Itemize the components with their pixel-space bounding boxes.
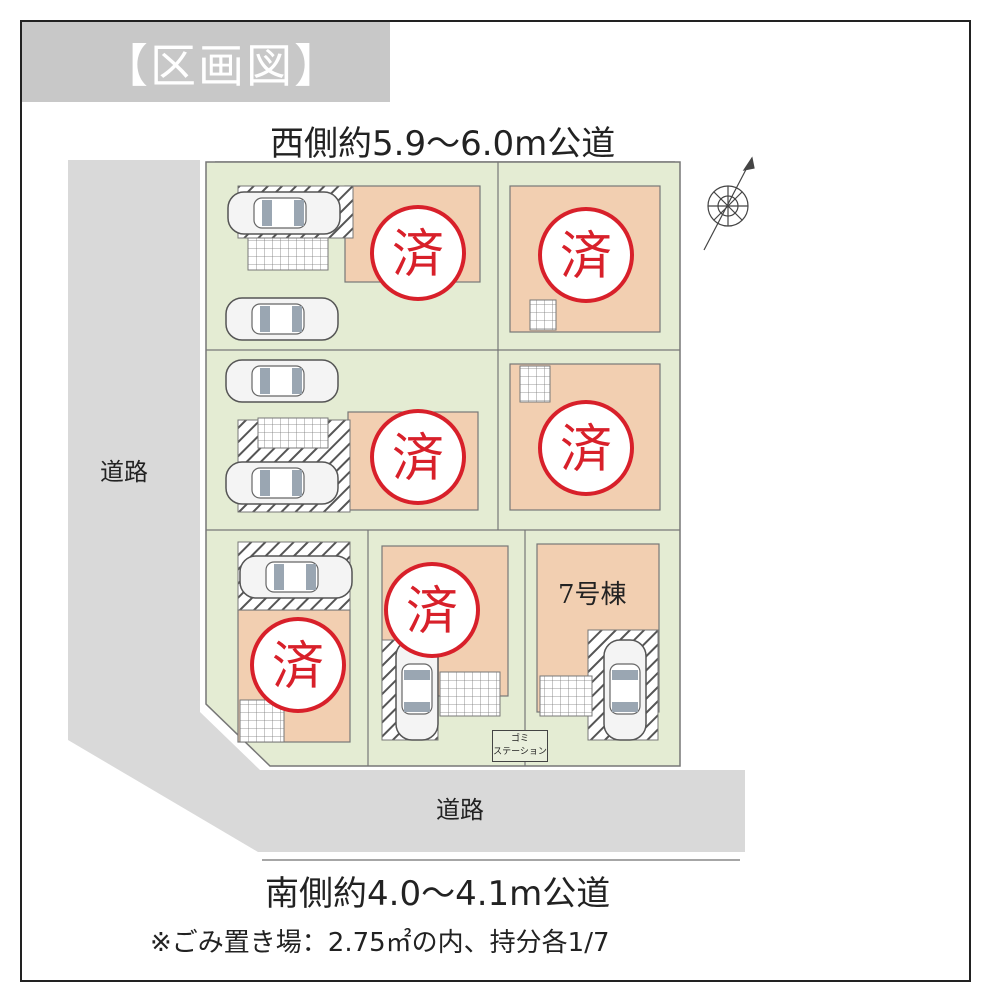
- sold-mark: 済: [560, 420, 612, 480]
- page-title: 【区画図】: [102, 39, 342, 93]
- bottom-road-label: 道路: [436, 796, 484, 824]
- entrance-tiles: [239, 237, 593, 743]
- drawing-frame: [20, 20, 971, 982]
- sold-mark: 済: [560, 227, 612, 287]
- sold-stamp-6: [250, 617, 346, 713]
- west-road-label: 西側約5.9～6.0m公道: [270, 124, 616, 164]
- sold-stamp-4: [538, 400, 634, 496]
- sold-mark: 済: [272, 637, 324, 697]
- header-tab: [22, 22, 390, 102]
- sold-mark: 済: [392, 429, 444, 489]
- sold-mark: 済: [406, 582, 458, 642]
- road-west-left: [68, 160, 745, 852]
- compass-icon: [703, 156, 755, 251]
- sold-stamp-text: 済 済 済 済 済 済: [272, 225, 612, 697]
- garbage-station: ゴミ ステーション: [492, 730, 548, 762]
- sold-stamp-5: [384, 562, 480, 658]
- sold-stamps: [250, 205, 634, 713]
- sold-mark: 済: [392, 225, 444, 285]
- sold-stamp-3: [370, 409, 466, 505]
- left-road-label: 道路: [100, 458, 148, 486]
- lot-lines: [206, 162, 680, 766]
- lot-7-label: 7号棟: [558, 580, 627, 610]
- sold-stamp-1: [370, 205, 466, 301]
- garbage-note: ※ごみ置き場：2.75㎡の内、持分各1/7: [150, 928, 610, 958]
- sold-stamp-2: [538, 207, 634, 303]
- garbage-station-line1: ゴミ: [510, 734, 529, 744]
- garbage-station-line2: ステーション: [493, 747, 547, 757]
- south-road-label: 南側約4.0～4.1m公道: [265, 874, 611, 914]
